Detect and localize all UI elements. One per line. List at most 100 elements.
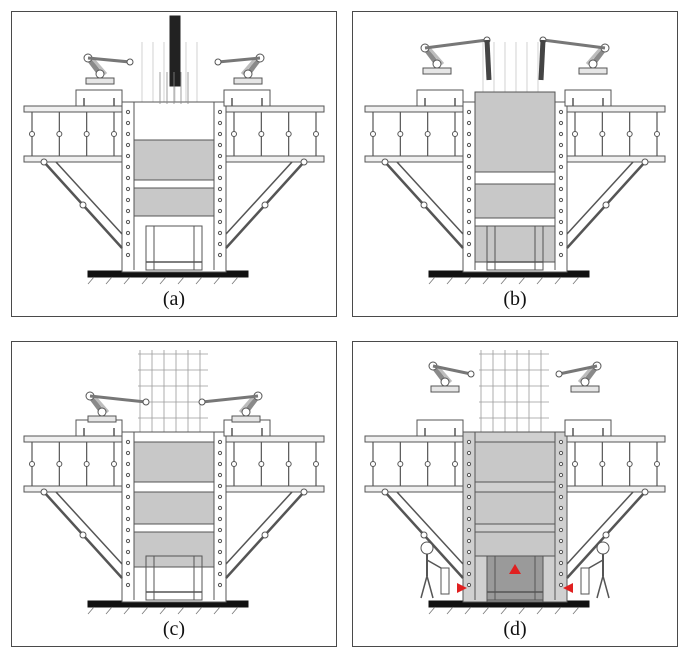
lift-arrow <box>509 564 521 574</box>
robot-pedestal <box>564 419 612 437</box>
climbing-hole <box>466 219 472 225</box>
ground-hatch <box>195 606 203 615</box>
robot-tool <box>484 39 492 81</box>
ground-hatch <box>554 276 562 285</box>
climbing-hole <box>466 461 472 467</box>
climbing-hole <box>125 197 131 203</box>
climbing-hole <box>558 142 564 148</box>
climbing-hole <box>217 186 223 192</box>
ground-hatch <box>536 606 544 615</box>
worker-leg <box>426 575 434 599</box>
ground-hatch <box>482 276 490 285</box>
concrete-segment <box>474 531 556 557</box>
brace-node <box>300 158 308 166</box>
robot-base <box>430 385 460 393</box>
climbing-hole <box>466 494 472 500</box>
robot-joint <box>432 59 442 69</box>
climbing-hole <box>466 549 472 555</box>
climbing-hole <box>217 571 223 577</box>
climbing-hole <box>217 131 223 137</box>
climbing-hole <box>125 164 131 170</box>
ground-hatch <box>464 606 472 615</box>
climbing-hole <box>466 241 472 247</box>
climbing-hole <box>217 439 223 445</box>
robot-base <box>87 415 117 423</box>
climbing-hole <box>558 109 564 115</box>
climbing-hole <box>466 153 472 159</box>
ground-hatch <box>446 276 454 285</box>
climbing-hole <box>466 439 472 445</box>
brace-node <box>641 158 649 166</box>
support-frame <box>486 225 544 271</box>
scaffold-diagram-c <box>23 350 325 615</box>
climbing-hole <box>558 131 564 137</box>
support-frame <box>486 555 544 601</box>
concrete-segment <box>133 441 215 483</box>
climbing-hole <box>558 241 564 247</box>
climbing-hole <box>217 230 223 236</box>
brace-node <box>641 488 649 496</box>
climbing-hole <box>466 505 472 511</box>
climbing-hole <box>466 472 472 478</box>
climbing-hole <box>125 230 131 236</box>
robot-upper-arm <box>89 394 147 404</box>
ground-hatch <box>231 276 239 285</box>
brace-node <box>261 201 269 209</box>
robot-joint <box>580 377 590 387</box>
robot-joint <box>588 59 598 69</box>
climbing-hole <box>466 164 472 170</box>
worker-leg <box>596 575 604 599</box>
climbing-hole <box>558 186 564 192</box>
brace-node <box>40 158 48 166</box>
climbing-hole <box>466 560 472 566</box>
robot-upper-arm <box>201 394 259 404</box>
platform-node <box>572 131 578 137</box>
core-shaft <box>121 101 227 273</box>
platform-node <box>572 461 578 467</box>
ground-hatch <box>105 606 113 615</box>
brace-node <box>79 201 87 209</box>
ground-hatch <box>428 276 436 285</box>
ground-hatch <box>141 606 149 615</box>
support-frame <box>145 555 203 601</box>
panel-c: (c) <box>11 341 337 647</box>
climbing-hole <box>217 494 223 500</box>
diagonal-brace <box>55 491 123 565</box>
ground-hatch <box>500 606 508 615</box>
climbing-hole <box>125 538 131 544</box>
ground-hatch <box>87 606 95 615</box>
lower-platform <box>225 485 325 493</box>
platform-node <box>231 131 237 137</box>
support-frame <box>145 225 203 271</box>
lower-platform <box>364 155 464 163</box>
brace-node <box>261 531 269 539</box>
robot-lower-arm <box>92 395 110 413</box>
robot-wrist <box>214 58 222 66</box>
climbing-hole <box>558 527 564 533</box>
ground-hatch <box>159 606 167 615</box>
platform-node <box>654 131 660 137</box>
lower-platform <box>364 485 464 493</box>
robot-base <box>570 385 600 393</box>
diagonal-brace <box>566 161 634 235</box>
concrete-segment <box>133 187 215 217</box>
robot-joint <box>243 69 253 79</box>
climbing-hole <box>558 571 564 577</box>
climbing-hole <box>466 538 472 544</box>
brace-node <box>420 531 428 539</box>
platform-node <box>313 461 319 467</box>
platform-node <box>654 461 660 467</box>
upper-platform <box>364 105 464 113</box>
robot-joint <box>97 407 107 417</box>
lower-platform <box>225 155 325 163</box>
climbing-hole <box>466 230 472 236</box>
climbing-hole <box>125 461 131 467</box>
climbing-hole <box>125 109 131 115</box>
concrete-segment <box>474 183 556 219</box>
ground-hatch <box>123 606 131 615</box>
ground-hatch <box>213 276 221 285</box>
concrete-segment <box>474 491 556 525</box>
platform-node <box>258 131 265 137</box>
climbing-hole <box>125 516 131 522</box>
ground-hatch <box>482 606 490 615</box>
